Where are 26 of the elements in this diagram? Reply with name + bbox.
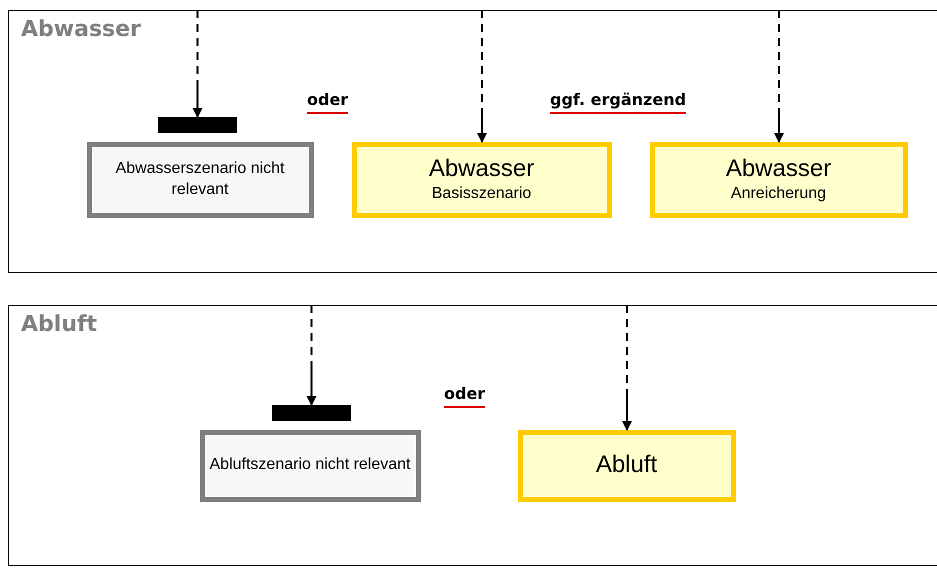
arrow [306,305,316,406]
panel-title: Abwasser [21,17,141,42]
box-subtitle: Basisszenario [432,184,532,204]
scenario-box [518,430,736,502]
blocking-bar [272,404,350,420]
panel-title: Abluft [21,312,98,337]
underlined-note: oder [444,384,486,408]
group-panel [8,10,937,273]
underlined-note: oder [307,90,348,114]
scenario-box [352,142,612,218]
arrow [622,305,632,431]
box-title: Abluft [596,451,658,480]
underlined-note: ggf. ergänzend [550,90,686,114]
box-text: Abluftszenario nicht relevant [210,455,410,476]
arrow [477,10,487,143]
group-panel [8,305,937,566]
blocking-bar [158,116,236,132]
box-title: Abwasser [428,154,534,184]
scenario-box [650,142,908,218]
arrow [192,10,202,118]
box-text: Abwasserszenario nicht relevant [114,158,286,200]
inactive-scenario-box [200,430,420,502]
arrow [774,10,784,143]
box-title: Abwasser [726,154,832,184]
inactive-scenario-box [86,142,314,218]
box-subtitle: Anreicherung [730,184,826,204]
